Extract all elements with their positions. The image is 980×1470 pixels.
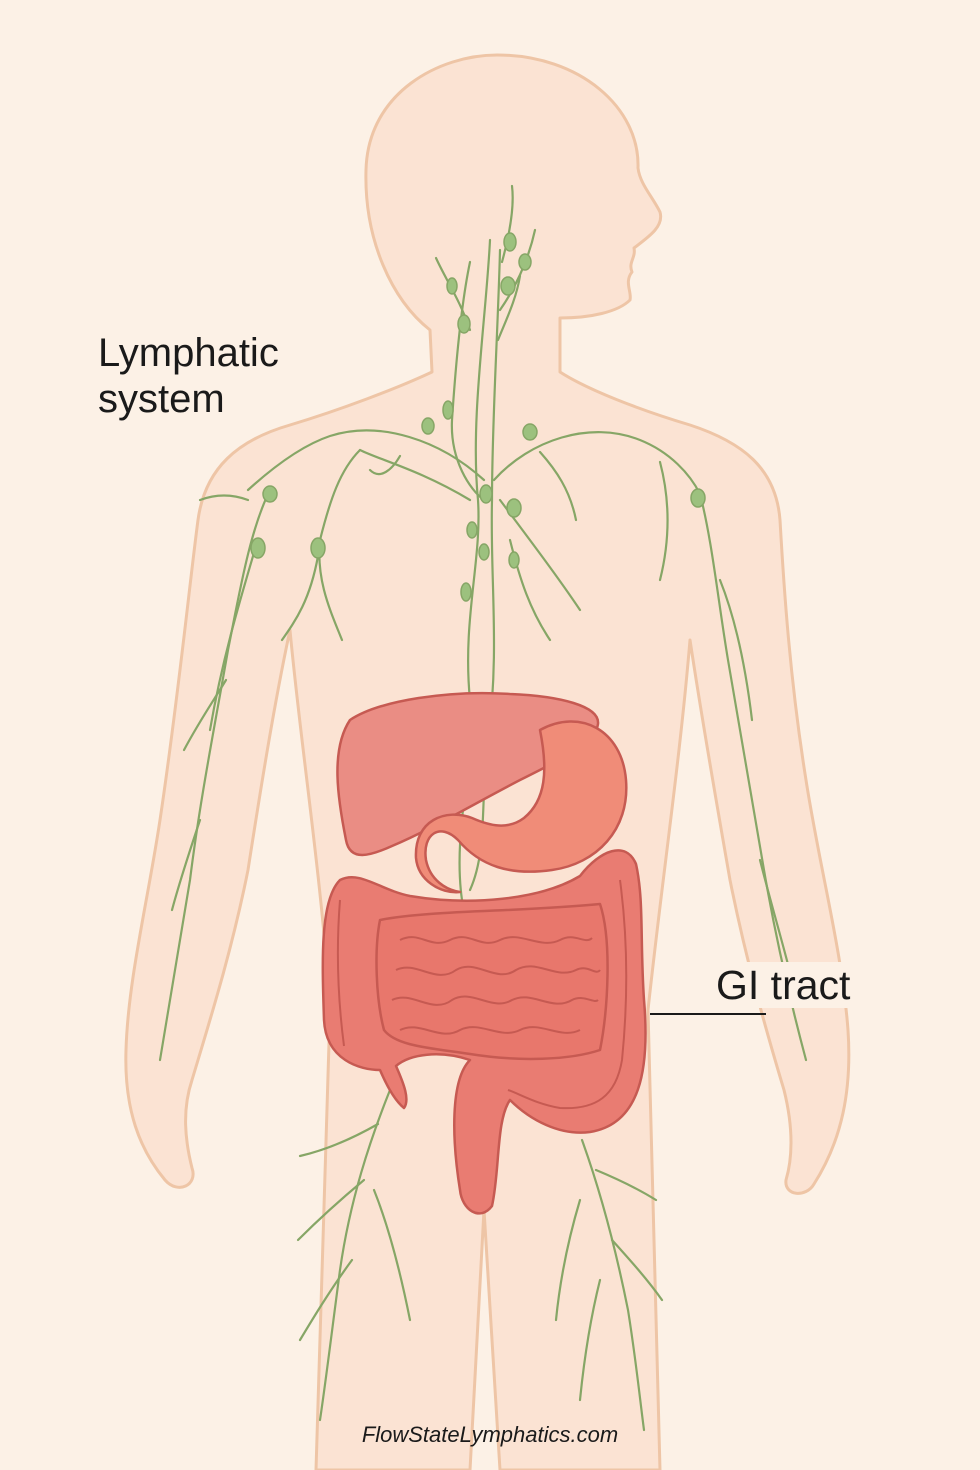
intestine-folds (336, 879, 628, 1110)
liver (336, 691, 600, 857)
lymph-node (508, 551, 520, 569)
lymph-node (457, 314, 471, 334)
lymph-node (518, 253, 532, 271)
lymph-node (500, 276, 516, 296)
lymph-node (442, 400, 454, 420)
lymphatic-system (158, 184, 808, 1432)
lymph-vessel (158, 488, 272, 1062)
lymph-vessel (658, 460, 669, 582)
lymph-vessel (538, 450, 578, 522)
lymph-vessel (318, 1088, 392, 1422)
lymph-vessel (358, 448, 472, 502)
lymph-vessel (182, 678, 228, 752)
lymph-vessel (296, 1178, 366, 1242)
lymph-vessel (298, 1122, 380, 1158)
lymph-vessel (610, 1238, 664, 1302)
lymph-node (310, 537, 326, 559)
lymph-vessel (208, 544, 258, 732)
lymph-vessel (492, 431, 702, 496)
lymph-node (503, 232, 517, 252)
lymph-vessel (170, 818, 202, 912)
website-footer: FlowStateLymphatics.com (361, 1422, 619, 1447)
lymphatic-label-line1: Lymphatic (98, 331, 279, 375)
small-intestine (375, 902, 609, 1061)
lymph-vessel (198, 494, 250, 502)
lymph-node (262, 485, 278, 503)
lymph-node (446, 277, 458, 295)
lymph-node (466, 521, 478, 539)
gi-tract (321, 691, 647, 1215)
lymph-node (690, 488, 706, 508)
lymph-node (478, 543, 490, 561)
lymph-vessel (468, 248, 502, 892)
lymph-node (522, 423, 538, 441)
lymph-node (250, 537, 266, 559)
lymph-node (479, 484, 493, 504)
lymph-nodes (250, 232, 706, 837)
lymph-vessel (578, 1278, 602, 1402)
lymph-vessel (368, 454, 402, 476)
lymph-vessel (498, 228, 537, 312)
lymph-node (421, 417, 435, 435)
stomach (414, 720, 628, 894)
lymphatic-label-line2: system (98, 377, 225, 421)
lymph-vessel (372, 1188, 412, 1322)
lymph-vessel (496, 274, 522, 342)
lymphatic-system-label: Lymphatic system (98, 330, 358, 422)
lymph-vessel (246, 429, 486, 492)
lymph-node (460, 582, 472, 602)
lymph-node (506, 498, 522, 518)
gi-tract-label: GI tract (712, 962, 855, 1008)
lymph-vessel (580, 1138, 646, 1432)
lymph-vessel (718, 578, 754, 722)
lymph-vessel (500, 184, 514, 264)
lymph-vessel (554, 1198, 582, 1322)
lymph-vessel (298, 1258, 354, 1342)
lymph-vessel (280, 554, 320, 642)
lymph-vessel (594, 1168, 658, 1202)
